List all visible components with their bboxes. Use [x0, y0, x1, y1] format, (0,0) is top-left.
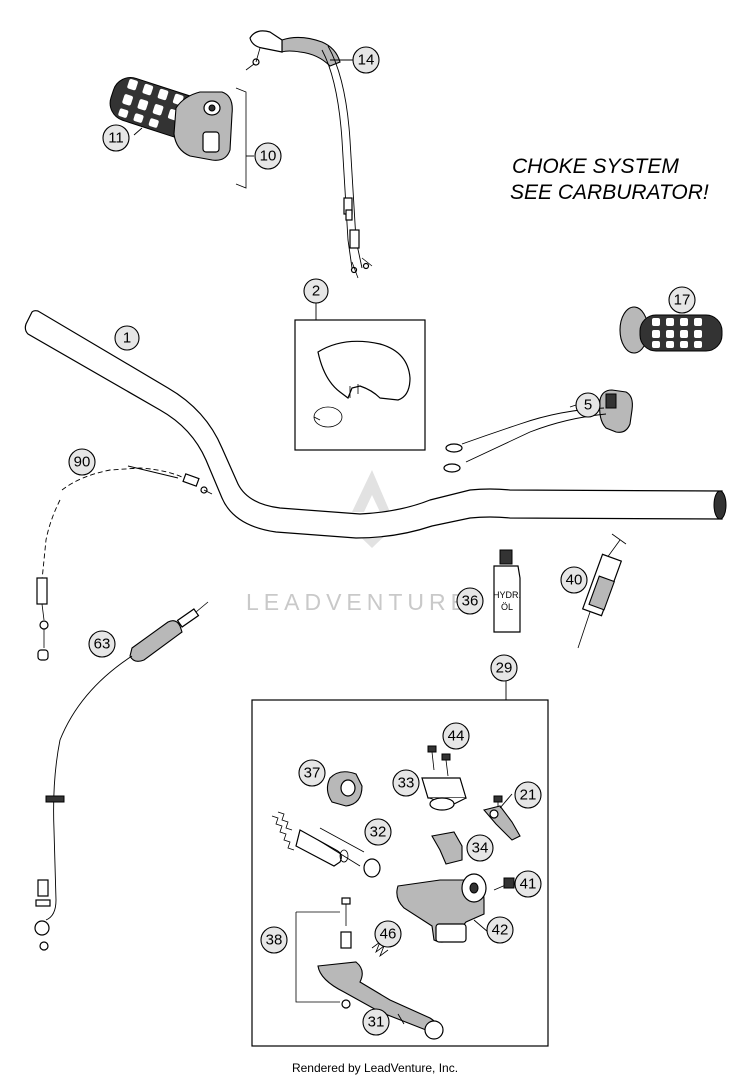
callout-37: 37: [298, 759, 326, 787]
throttle-housing-part: [173, 87, 247, 189]
svg-text:37: 37: [304, 765, 321, 782]
svg-text:36: 36: [462, 593, 479, 610]
svg-text:46: 46: [380, 926, 397, 943]
callout-34: 34: [466, 834, 494, 862]
callout-31: 31: [362, 1008, 390, 1036]
callout-1: 1: [114, 325, 140, 351]
callout-42: 42: [486, 916, 514, 944]
callout-32: 32: [364, 818, 392, 846]
choke-note-line1: CHOKE SYSTEM: [512, 155, 679, 178]
svg-text:2: 2: [312, 283, 320, 300]
throttle-cables-part: [245, 30, 373, 279]
reservoir-cover: [421, 777, 467, 811]
cover-screws: [427, 745, 451, 777]
svg-text:10: 10: [260, 148, 277, 165]
choke-note-line2: SEE CARBURATOR!: [510, 181, 709, 204]
brake-lever-part: [317, 961, 444, 1040]
watermark-text: LEADVENTURE: [246, 589, 471, 615]
kill-switch-part: [443, 389, 633, 473]
svg-text:90: 90: [74, 454, 91, 471]
svg-text:14: 14: [358, 52, 375, 69]
callout-2: 2: [303, 278, 329, 304]
callout-41: 41: [514, 870, 542, 898]
callout-14: 14: [352, 46, 380, 74]
svg-text:1: 1: [123, 330, 131, 347]
bracket-part: [431, 831, 463, 865]
svg-text:40: 40: [566, 572, 583, 589]
master-cylinder-assembly: [251, 680, 549, 1047]
handlebar-part: [24, 310, 727, 539]
svg-text:5: 5: [584, 397, 592, 414]
callout-17: 17: [668, 286, 696, 314]
hydraulic-oil-bottle-part: HYDR. ÖL: [493, 549, 521, 633]
svg-text:34: 34: [472, 840, 489, 857]
throttle-grip-part: [109, 77, 203, 139]
callout-29: 29: [490, 654, 518, 682]
callout-5: 5: [575, 392, 601, 418]
oil-bottle-label-line2: ÖL: [501, 602, 513, 612]
svg-text:29: 29: [496, 660, 513, 677]
callout-44: 44: [442, 722, 470, 750]
footer-credit: Rendered by LeadVenture, Inc.: [292, 1061, 458, 1075]
callout-90: 90: [68, 448, 96, 476]
cylinder-body-part: [396, 873, 487, 943]
callout-40: 40: [560, 566, 588, 594]
callout-46: 46: [374, 920, 402, 948]
clutch-cable-part: [36, 465, 213, 661]
svg-text:38: 38: [266, 932, 283, 949]
oil-bottle-label-line1: HYDR.: [493, 590, 521, 600]
svg-text:32: 32: [370, 824, 387, 841]
piston-spring-part: [271, 811, 381, 878]
svg-text:44: 44: [448, 728, 465, 745]
mounting-bolt: [493, 877, 515, 891]
svg-text:11: 11: [108, 130, 124, 147]
left-grip-part: [619, 306, 723, 354]
svg-text:42: 42: [492, 922, 509, 939]
leadventure-watermark: LEADVENTURE: [246, 470, 471, 615]
svg-text:17: 17: [674, 292, 691, 309]
clamp-part: [326, 771, 363, 807]
svg-text:41: 41: [520, 876, 537, 893]
svg-text:63: 63: [94, 636, 111, 653]
pivot-bolt-part: [295, 897, 352, 1003]
callout-36: 36: [456, 587, 484, 615]
svg-text:21: 21: [520, 787, 537, 804]
callout-11: 11: [102, 124, 130, 152]
hydraulic-line-part: [34, 601, 209, 951]
svg-text:31: 31: [368, 1014, 385, 1031]
lever-adjuster: [483, 795, 521, 841]
callout-10: 10: [254, 142, 282, 170]
callout-63: 63: [88, 630, 116, 658]
handlebar-pad-part: [294, 319, 426, 451]
callout-38: 38: [260, 926, 288, 954]
callout-21: 21: [514, 781, 542, 809]
callout-33: 33: [392, 769, 420, 797]
svg-text:33: 33: [398, 775, 415, 792]
syringe-part: [577, 533, 627, 649]
